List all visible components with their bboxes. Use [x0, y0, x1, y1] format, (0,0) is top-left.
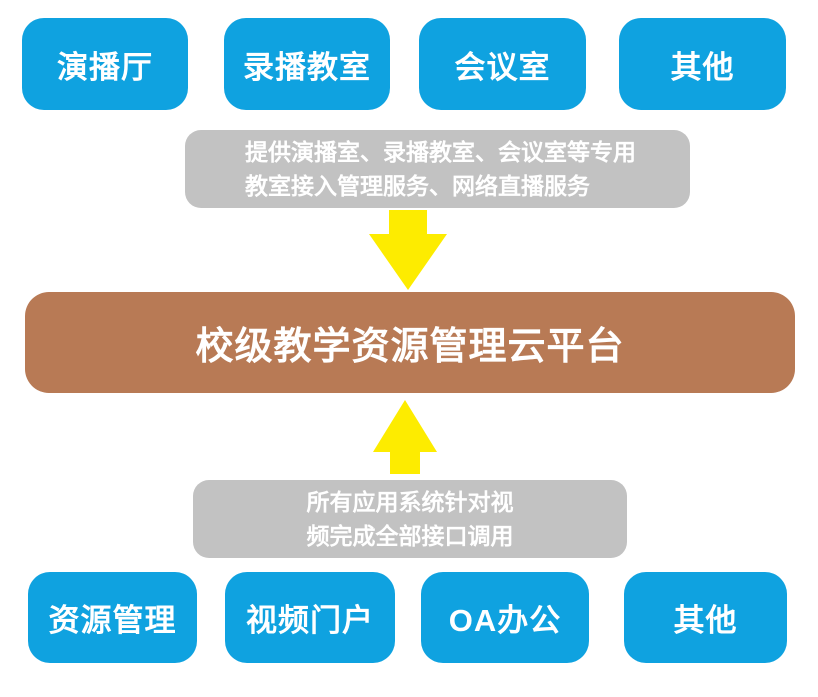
api-note-line2: 频完成全部接口调用 — [306, 523, 514, 549]
box-video-portal: 视频门户 — [225, 572, 395, 663]
service-note-line1: 提供演播室、录播教室、会议室等专用 — [245, 139, 636, 165]
service-note-line2: 教室接入管理服务、网络直播服务 — [245, 173, 590, 199]
platform-box: 校级教学资源管理云平台 — [25, 292, 795, 393]
box-resource-management: 资源管理 — [28, 572, 197, 663]
box-recording-classroom: 录播教室 — [224, 18, 390, 110]
box-other-top: 其他 — [619, 18, 786, 110]
box-oa-office: OA办公 — [421, 572, 589, 663]
up-arrow-icon — [373, 400, 437, 474]
service-note: 提供演播室、录播教室、会议室等专用 教室接入管理服务、网络直播服务 — [185, 130, 690, 208]
api-note: 所有应用系统针对视 频完成全部接口调用 — [193, 480, 627, 558]
down-arrow-icon — [369, 210, 447, 290]
box-other-bottom: 其他 — [624, 572, 787, 663]
box-studio-hall: 演播厅 — [22, 18, 188, 110]
api-note-line1: 所有应用系统针对视 — [306, 489, 514, 515]
box-meeting-room: 会议室 — [419, 18, 586, 110]
